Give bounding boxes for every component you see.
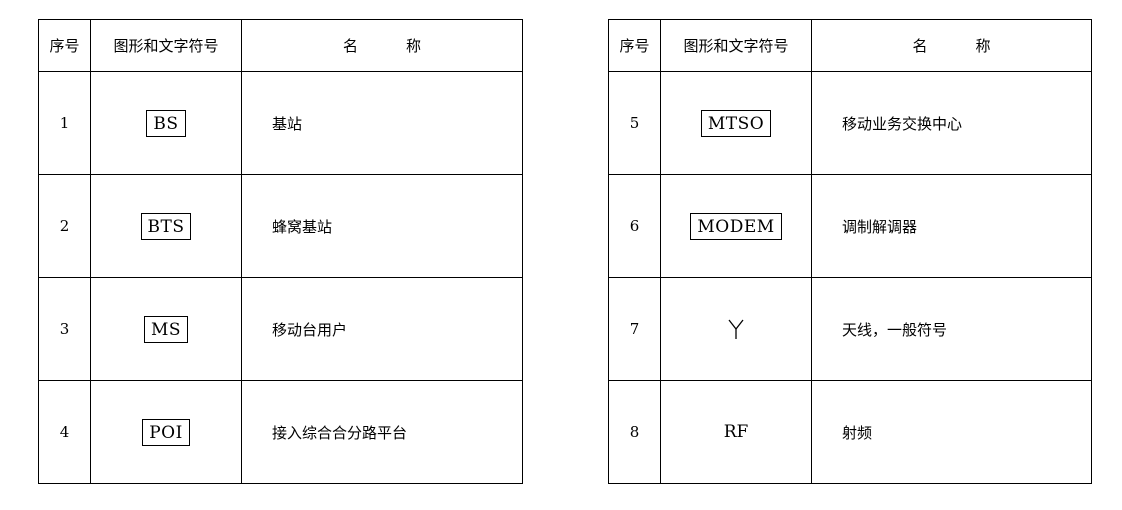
row-number: 6 (608, 174, 661, 278)
symbol-cell: MODEM (660, 174, 812, 278)
row-number: 8 (608, 380, 661, 484)
symbol-boxed-label: MS (143, 315, 189, 343)
symbol-cell: MS (90, 277, 242, 381)
symbol-boxed-label: MODEM (690, 212, 782, 240)
header-symbol: 图形和文字符号 (660, 19, 812, 72)
symbol-boxed-label: BS (146, 109, 186, 137)
table-header-row: 序号 图形和文字符号 名称 (608, 19, 1092, 72)
symbol-name: 射频 (811, 380, 1092, 484)
symbol-name: 基站 (241, 71, 523, 175)
header-no: 序号 (38, 19, 91, 72)
symbol-cell (660, 277, 812, 381)
row-number: 1 (38, 71, 91, 175)
table-row: 7 天线，一般符号 (608, 277, 1092, 381)
symbol-name: 蜂窝基站 (241, 174, 523, 278)
symbol-cell: POI (90, 380, 242, 484)
antenna-icon (728, 319, 744, 339)
table-row: 8 RF 射频 (608, 380, 1092, 484)
row-number: 2 (38, 174, 91, 278)
table-row: 2 BTS 蜂窝基站 (38, 174, 523, 278)
symbol-cell: RF (660, 380, 812, 484)
symbol-name: 移动台用户 (241, 277, 523, 381)
table-row: 6 MODEM 调制解调器 (608, 174, 1092, 278)
table-row: 4 POI 接入综合合分路平台 (38, 380, 523, 484)
symbol-name: 调制解调器 (811, 174, 1092, 278)
header-name-label: 名称 (342, 37, 469, 55)
symbol-name: 天线，一般符号 (811, 277, 1092, 381)
header-name: 名称 (811, 19, 1092, 72)
symbol-name: 接入综合合分路平台 (241, 380, 523, 484)
symbol-cell: BS (90, 71, 242, 175)
symbol-boxed-label: POI (142, 418, 190, 446)
header-name: 名称 (241, 19, 523, 72)
table-row: 3 MS 移动台用户 (38, 277, 523, 381)
header-no: 序号 (608, 19, 661, 72)
row-number: 7 (608, 277, 661, 381)
row-number: 4 (38, 380, 91, 484)
table-row: 5 MTSO 移动业务交换中心 (608, 71, 1092, 175)
header-symbol: 图形和文字符号 (90, 19, 242, 72)
header-name-label: 名称 (912, 37, 1039, 55)
symbol-table-right: 序号 图形和文字符号 名称 5 MTSO 移动业务交换中心 6 MODEM 调制… (608, 19, 1092, 484)
symbol-cell: BTS (90, 174, 242, 278)
symbol-boxed-label: MTSO (700, 109, 772, 137)
symbol-table-left: 序号 图形和文字符号 名称 1 BS 基站 2 BTS 蜂窝基站 3 MS 移动… (38, 19, 523, 484)
table-header-row: 序号 图形和文字符号 名称 (38, 19, 523, 72)
table-row: 1 BS 基站 (38, 71, 523, 175)
row-number: 5 (608, 71, 661, 175)
symbol-cell: MTSO (660, 71, 812, 175)
symbol-plain-label: RF (723, 422, 749, 442)
row-number: 3 (38, 277, 91, 381)
symbol-boxed-label: BTS (140, 212, 192, 240)
symbol-name: 移动业务交换中心 (811, 71, 1092, 175)
